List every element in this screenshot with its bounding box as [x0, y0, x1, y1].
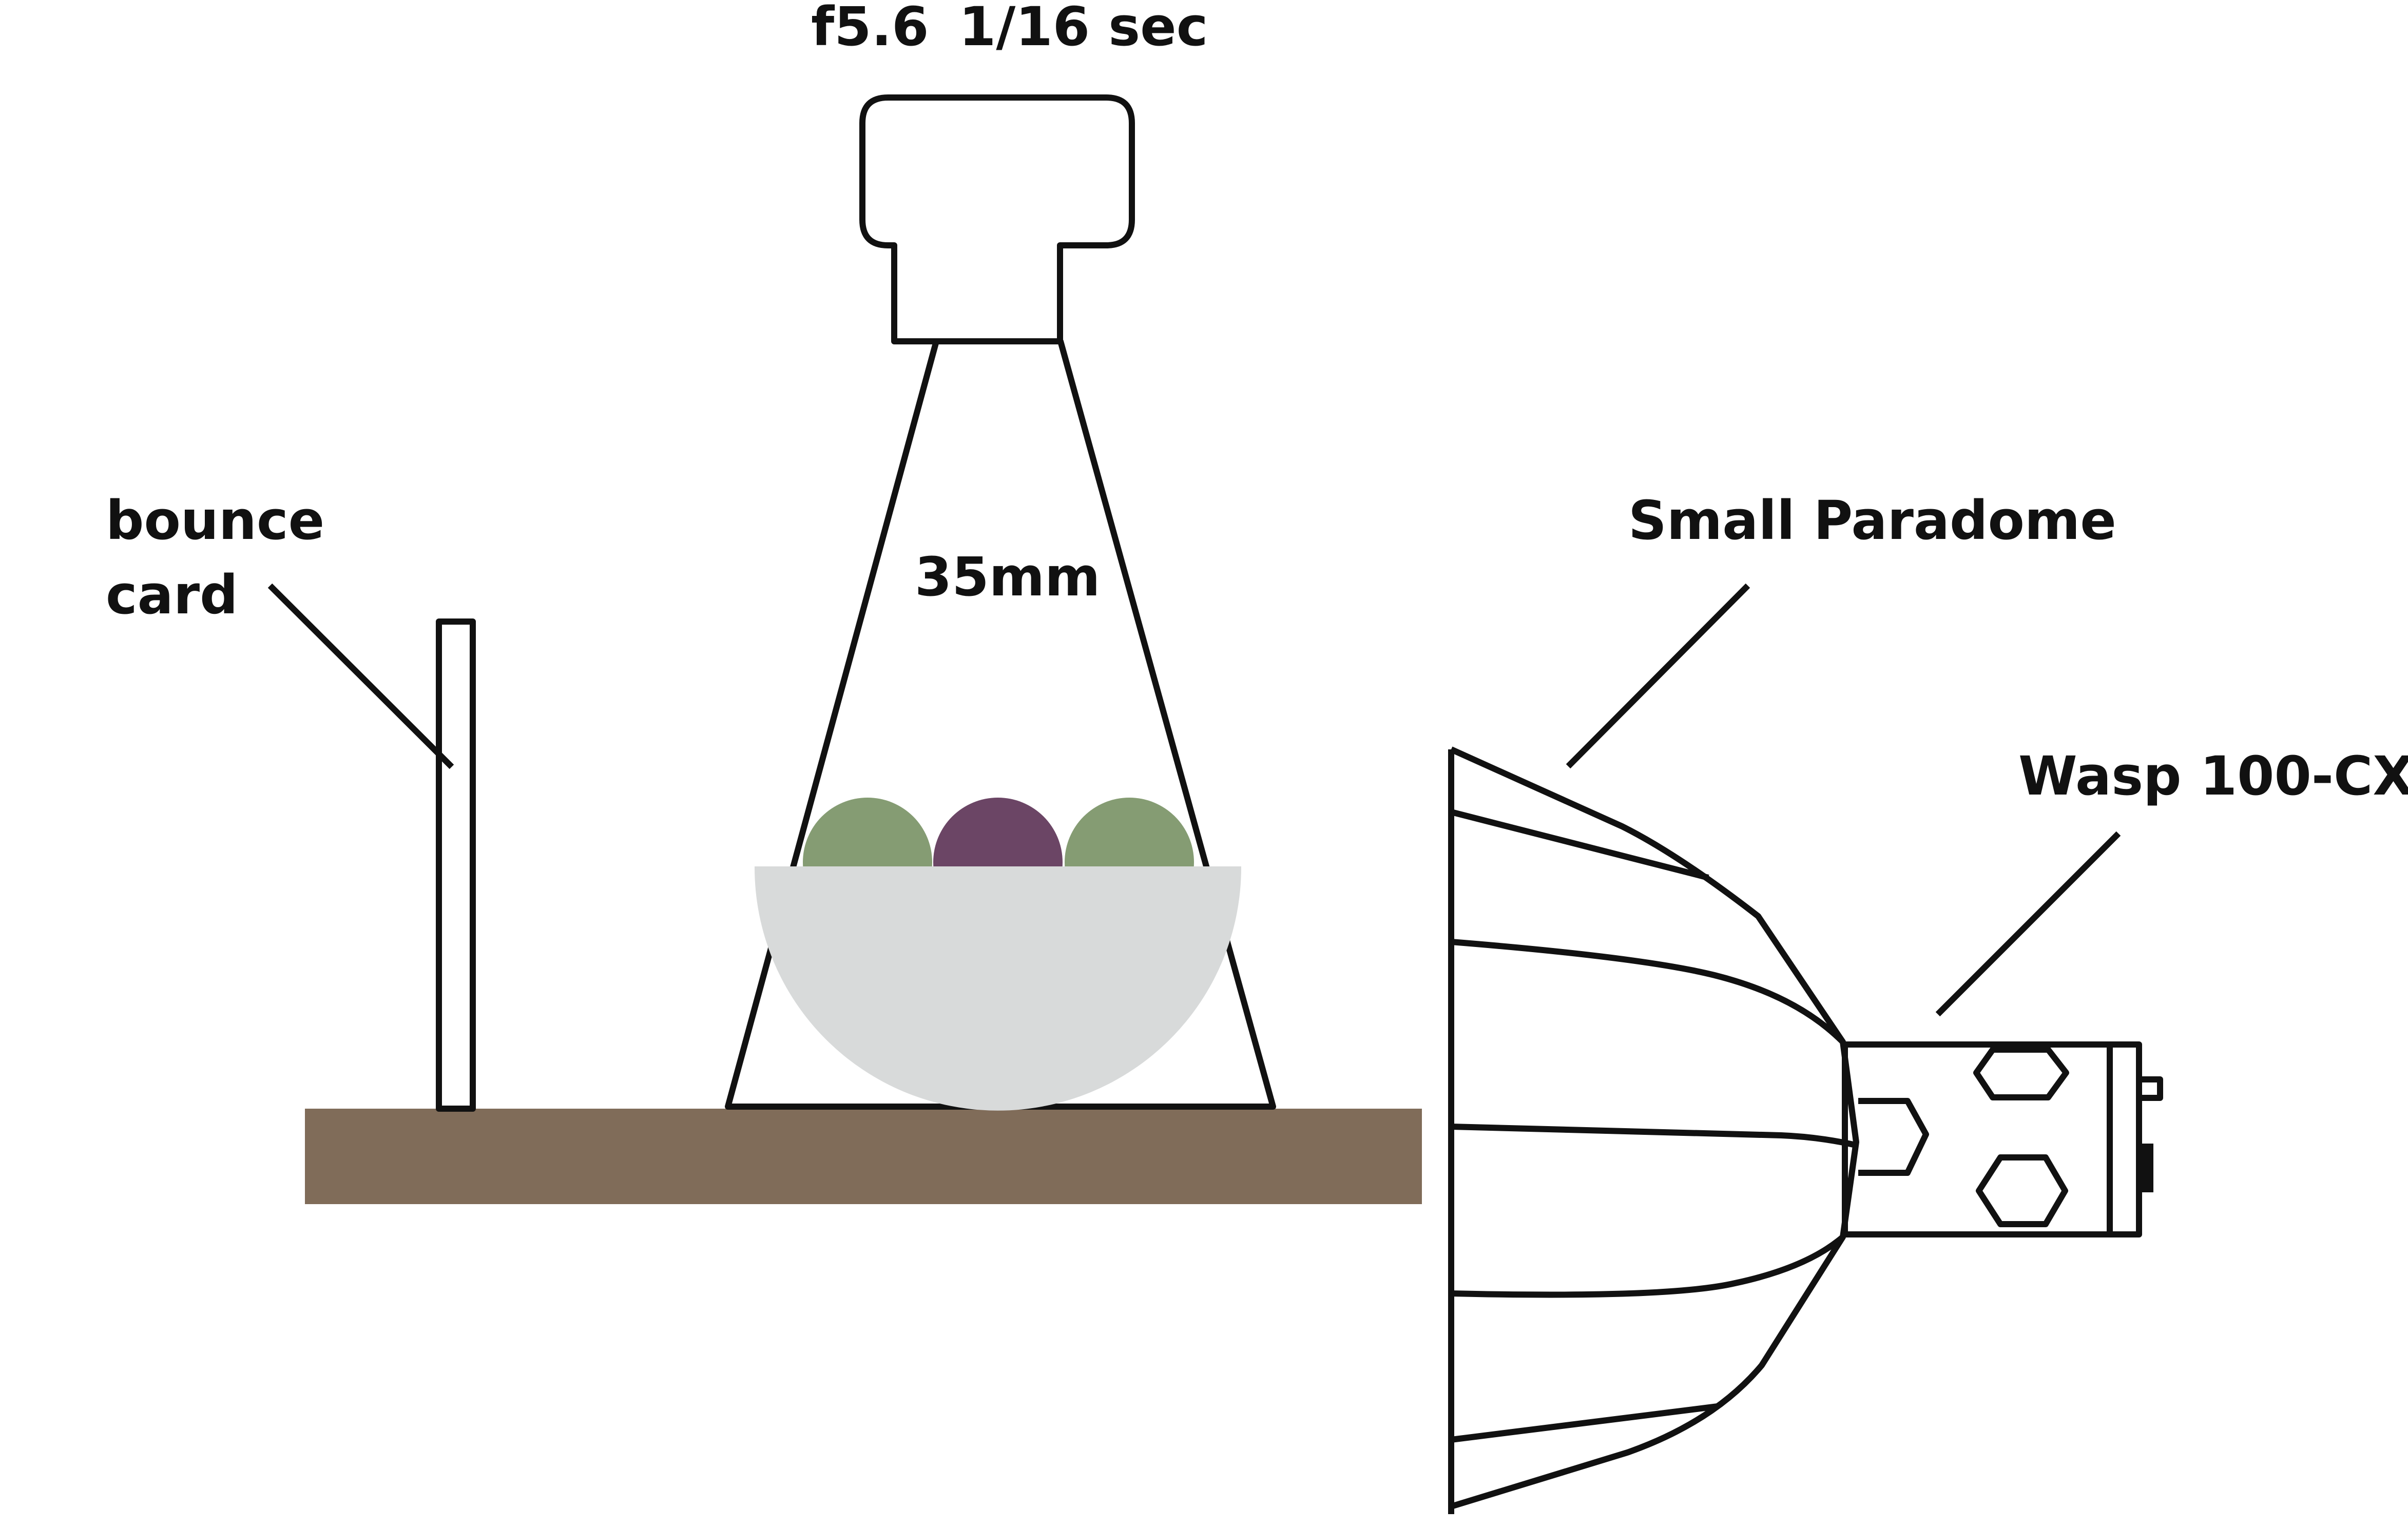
camera-icon	[725, 94, 1276, 1110]
paradome-icon	[1448, 746, 1859, 1514]
table-surface	[305, 1109, 1422, 1204]
paradome-label: Small Paradome	[1628, 489, 2116, 552]
bounce-card-label-line1: bounce	[106, 489, 324, 552]
aperture-label: f5.6	[811, 0, 929, 58]
bounce-card-label-line2: card	[106, 564, 238, 626]
strobe-label: Wasp 100-CX	[2018, 745, 2408, 807]
bounce-card-icon	[436, 618, 476, 1112]
paradome-pointer	[1566, 583, 1750, 769]
bowl-icon	[755, 866, 1241, 1111]
strobe-head-icon	[1842, 1041, 2163, 1237]
strobe-knob	[2139, 1144, 2153, 1192]
strobe-pointer	[1935, 831, 2121, 1017]
shutter-label: 1/16 sec	[959, 0, 1208, 58]
bounce-card-pointer	[267, 583, 454, 769]
lens-label: 35mm	[915, 546, 1100, 608]
